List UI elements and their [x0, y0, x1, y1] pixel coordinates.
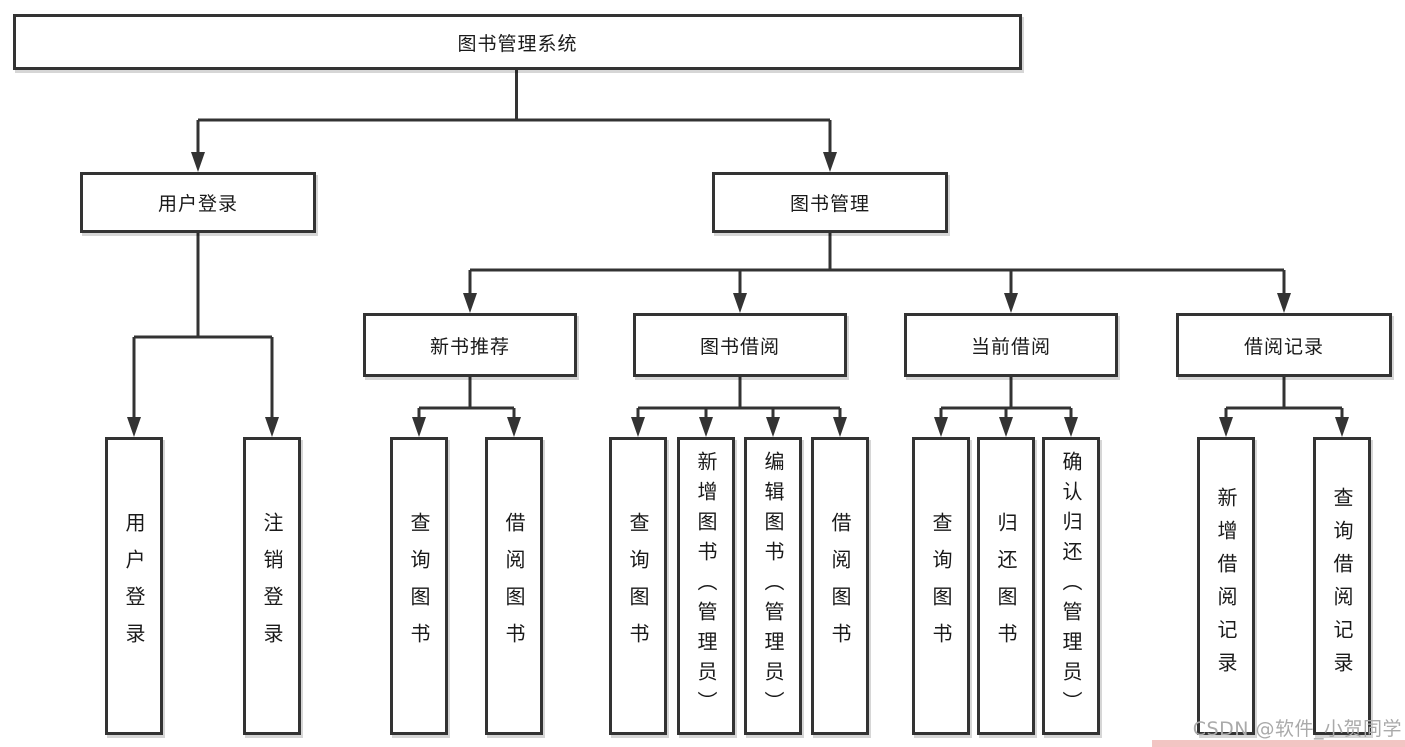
leaf-recommend-query-books-label: 查询图书	[407, 512, 431, 660]
leaf-recommend-borrow-books: 借阅图书	[485, 437, 543, 735]
leaf-recommend-borrow-books-label: 借阅图书	[502, 512, 526, 660]
node-book-management: 图书管理	[712, 172, 948, 233]
leaf-recommend-query-books: 查询图书	[390, 437, 448, 735]
leaf-borrow-edit-books-label: 编辑图书（管理员）	[761, 451, 785, 721]
node-library-system-label: 图书管理系统	[457, 32, 578, 55]
leaf-borrow-query-books-label: 查询图书	[626, 512, 650, 660]
leaf-borrow-edit-books: 编辑图书（管理员）	[744, 437, 802, 735]
node-library-system: 图书管理系统	[13, 14, 1022, 70]
leaf-current-return-books: 归还图书	[977, 437, 1035, 735]
node-user-login-label: 用户登录	[157, 193, 238, 215]
leaf-records-add-record: 新增借阅记录	[1197, 437, 1255, 735]
node-new-book-recommend-label: 新书推荐	[429, 335, 510, 358]
node-borrow-records: 借阅记录	[1176, 313, 1392, 377]
leaf-logout: 注销登录	[243, 437, 301, 735]
node-current-borrow: 当前借阅	[904, 313, 1118, 377]
leaf-current-confirm-return-label: 确认归还（管理员）	[1059, 451, 1083, 721]
connector-path	[132, 70, 1344, 423]
arrowheads	[127, 152, 1349, 437]
watermark-text: CSDN @软件_小贺同学	[1192, 718, 1402, 740]
leaf-current-return-books-label: 归还图书	[994, 512, 1018, 660]
leaf-records-add-record-label: 新增借阅记录	[1214, 487, 1238, 685]
leaf-records-query-record: 查询借阅记录	[1313, 437, 1371, 735]
leaf-user-login: 用户登录	[105, 437, 163, 735]
leaf-current-query-books: 查询图书	[912, 437, 970, 735]
leaf-borrow-add-books: 新增图书（管理员）	[677, 437, 735, 735]
watermark-bar	[1152, 740, 1405, 747]
leaf-current-confirm-return: 确认归还（管理员）	[1042, 437, 1100, 735]
leaf-borrow-add-books-label: 新增图书（管理员）	[694, 451, 718, 721]
node-borrow-records-label: 借阅记录	[1243, 335, 1324, 358]
node-user-login: 用户登录	[80, 172, 316, 233]
node-book-borrow-label: 图书借阅	[699, 335, 780, 358]
node-book-borrow: 图书借阅	[633, 313, 847, 377]
leaf-records-query-record-label: 查询借阅记录	[1330, 487, 1354, 685]
leaf-logout-label: 注销登录	[260, 512, 284, 660]
node-new-book-recommend: 新书推荐	[363, 313, 577, 377]
leaf-user-login-label: 用户登录	[122, 512, 146, 660]
leaf-borrow-query-books: 查询图书	[609, 437, 667, 735]
node-book-management-label: 图书管理	[789, 193, 870, 215]
node-current-borrow-label: 当前借阅	[970, 335, 1051, 358]
leaf-borrow-borrow-books-label: 借阅图书	[828, 512, 852, 660]
leaf-borrow-borrow-books: 借阅图书	[811, 437, 869, 735]
leaf-current-query-books-label: 查询图书	[929, 512, 953, 660]
